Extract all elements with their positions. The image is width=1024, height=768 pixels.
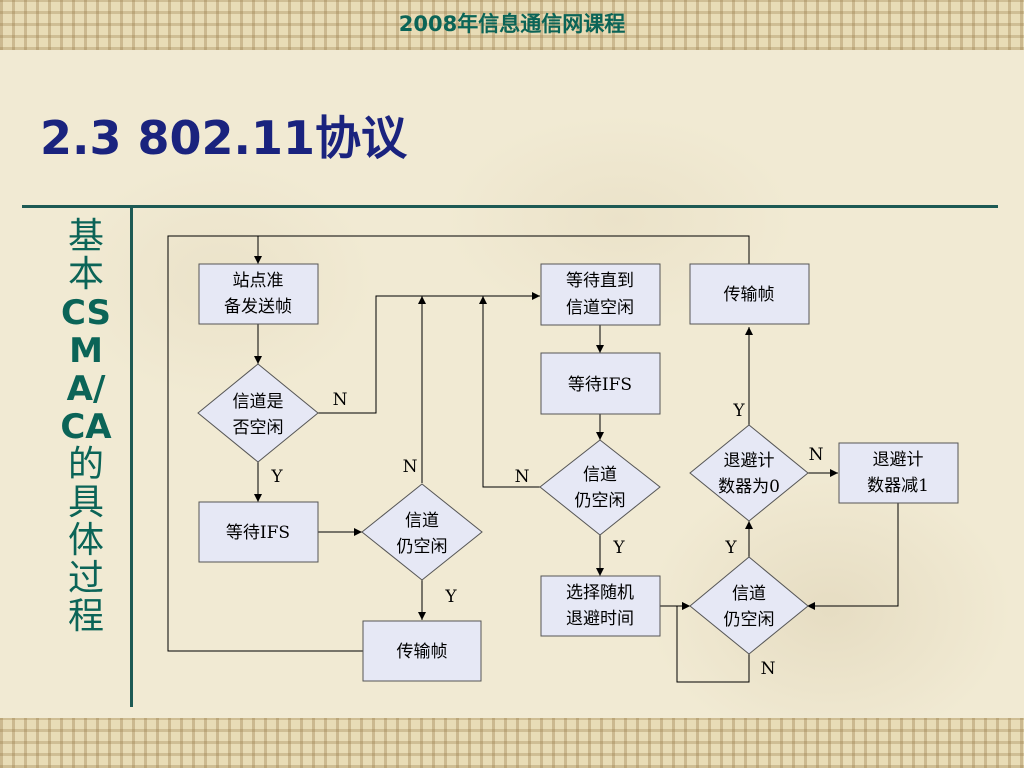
node-wait-until-idle-box bbox=[540, 263, 661, 326]
node-still-idle-3-diamond bbox=[689, 556, 809, 655]
label-still3-yes: Y bbox=[724, 538, 737, 558]
course-header: 2008年信息通信网课程 bbox=[398, 12, 626, 36]
edge-still2-no bbox=[479, 296, 541, 488]
edge-still3-no-loop bbox=[676, 602, 750, 683]
side-vertical-label: 基本CSMA/CA的具体过程 bbox=[60, 218, 112, 636]
node-ready-box bbox=[198, 263, 319, 325]
ready-line-2: 备发送帧 bbox=[224, 297, 292, 317]
still-idle-3-line-1: 信道 bbox=[732, 584, 766, 604]
edge-decrement-to-still3 bbox=[807, 503, 899, 610]
side-label-suffix: 的具体过程 bbox=[67, 444, 104, 637]
node-still-idle-2-diamond bbox=[539, 439, 661, 536]
label-zero-yes: Y bbox=[732, 401, 745, 421]
node-idle-check-diamond bbox=[197, 363, 319, 463]
decrement-line-1: 退避计 bbox=[873, 450, 924, 470]
node-decrement-box bbox=[838, 442, 959, 504]
flow-connectors bbox=[167, 235, 899, 683]
wait-until-idle-line-2: 信道空闲 bbox=[566, 298, 634, 318]
slide-title: 2.3 802.11协议 bbox=[40, 111, 408, 165]
still-idle-3-line-2: 仍空闲 bbox=[724, 610, 775, 630]
still-idle-2-line-2: 仍空闲 bbox=[575, 491, 626, 511]
side-label-prefix: 基本 bbox=[67, 216, 104, 295]
idle-check-line-2: 否空闲 bbox=[233, 418, 284, 438]
transmit-2-label: 传输帧 bbox=[724, 285, 775, 305]
label-still1-no: N bbox=[403, 457, 418, 477]
title-divider bbox=[22, 205, 998, 208]
decrement-line-2: 数器减1 bbox=[867, 476, 929, 496]
wait-until-idle-line-1: 等待直到 bbox=[566, 271, 634, 291]
label-idle-no: N bbox=[333, 390, 348, 410]
node-still-idle-1-diamond bbox=[361, 483, 483, 581]
label-still2-yes: Y bbox=[612, 538, 625, 558]
background-texture bbox=[0, 50, 1024, 718]
random-backoff-line-1: 选择随机 bbox=[566, 583, 634, 603]
idle-check-line-1: 信道是 bbox=[233, 392, 284, 412]
edge-check-no bbox=[318, 292, 540, 414]
top-pattern-band bbox=[0, 0, 1024, 50]
node-wait-ifs-2-box bbox=[540, 352, 661, 415]
label-zero-no: N bbox=[809, 445, 824, 465]
loop-line-outer bbox=[167, 235, 750, 652]
side-label-latin: CSMA/CA bbox=[60, 293, 112, 447]
label-still3-no: N bbox=[761, 659, 776, 679]
node-counter-zero-diamond bbox=[689, 424, 809, 522]
node-random-backoff-box bbox=[540, 575, 661, 637]
label-still1-yes: Y bbox=[444, 587, 457, 607]
label-idle-yes: Y bbox=[270, 467, 283, 487]
transmit-1-label: 传输帧 bbox=[397, 642, 448, 662]
side-divider bbox=[130, 207, 133, 707]
counter-zero-line-1: 退避计 bbox=[724, 451, 775, 471]
ready-line-1: 站点准 bbox=[233, 271, 284, 291]
bottom-pattern-band bbox=[0, 718, 1024, 768]
node-wait-ifs-1-box bbox=[198, 501, 319, 563]
still-idle-2-line-1: 信道 bbox=[583, 465, 617, 485]
still-idle-1-line-1: 信道 bbox=[405, 511, 439, 531]
node-transmit-2-box bbox=[689, 263, 810, 325]
wait-ifs-1-label: 等待IFS bbox=[226, 523, 290, 543]
label-still2-no: N bbox=[515, 467, 530, 487]
random-backoff-line-2: 退避时间 bbox=[566, 609, 634, 629]
node-transmit-1-box bbox=[362, 620, 482, 682]
still-idle-1-line-2: 仍空闲 bbox=[397, 537, 448, 557]
counter-zero-line-2: 数器为0 bbox=[718, 477, 780, 497]
wait-ifs-2-label: 等待IFS bbox=[568, 375, 632, 395]
